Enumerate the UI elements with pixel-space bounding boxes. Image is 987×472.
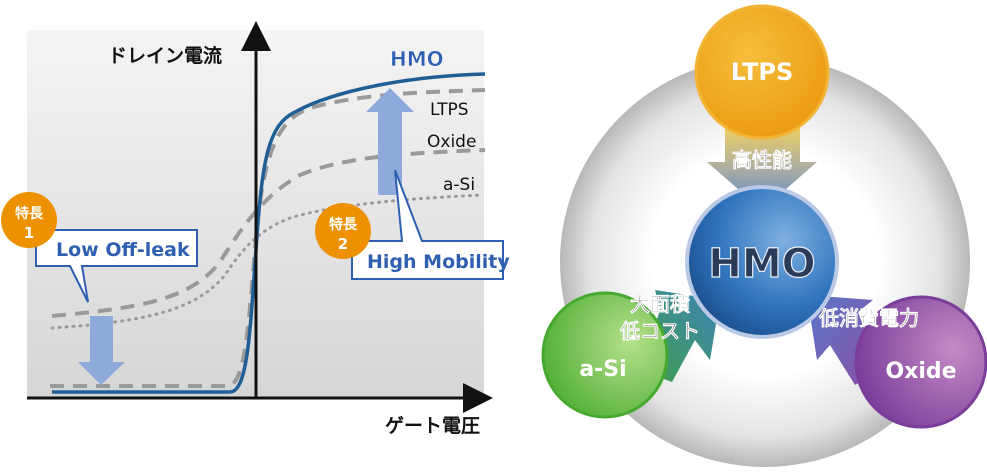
benefit-low-power: 低消費電力 [818,306,919,330]
down-arrow-icon [78,316,125,385]
iv-curve-chart: ドレイン電流 ゲート電圧 HMO LTPS Oxide a-Si Low Off… [1,21,510,437]
y-axis-label: ドレイン電流 [108,44,222,67]
callout-low-off-leak-box [35,229,198,303]
asi-circle [541,291,669,419]
ltps-circle [694,4,830,140]
callout-high-mobility-box [351,169,504,280]
benefit-low-cost: 低コスト [619,319,700,343]
legend-oxide: Oxide [427,132,476,152]
benefit-large-area: 大面積 [630,292,691,316]
oxide-circle [854,295,987,429]
feature-badge-2-number: 2 [338,235,348,253]
benefit-high-performance: 高性能 [732,148,792,172]
legend-hmo: HMO [390,47,444,71]
arrow-ltps-to-hmo [707,122,817,210]
up-arrow-icon [366,88,414,195]
callout-high-mobility-label: High Mobility [367,251,510,273]
oxide-label: Oxide [885,359,956,384]
asi-label: a-Si [579,357,626,382]
legend-ltps: LTPS [430,100,469,120]
callout-low-off-leak-label: Low Off-leak [56,239,190,261]
legend-asi: a-Si [443,175,475,195]
hmo-circle [685,185,839,339]
ltps-label: LTPS [731,58,794,86]
feature-badge-2-title: 特長 [329,216,358,233]
feature-badge-1-title: 特長 [15,205,44,222]
feature-badge-2 [315,203,371,259]
hmo-label: HMO [708,241,815,287]
hmo-concept-diagram: HMO LTPS a-Si Oxide 高性能 大面積 低コスト 低消費電力 [541,4,987,467]
series-asi-curve [50,193,484,330]
series-hmo-curve [52,72,486,394]
x-axis-label: ゲート電圧 [385,415,480,437]
feature-badge-1-number: 1 [24,224,34,242]
feature-badge-1 [1,192,57,248]
